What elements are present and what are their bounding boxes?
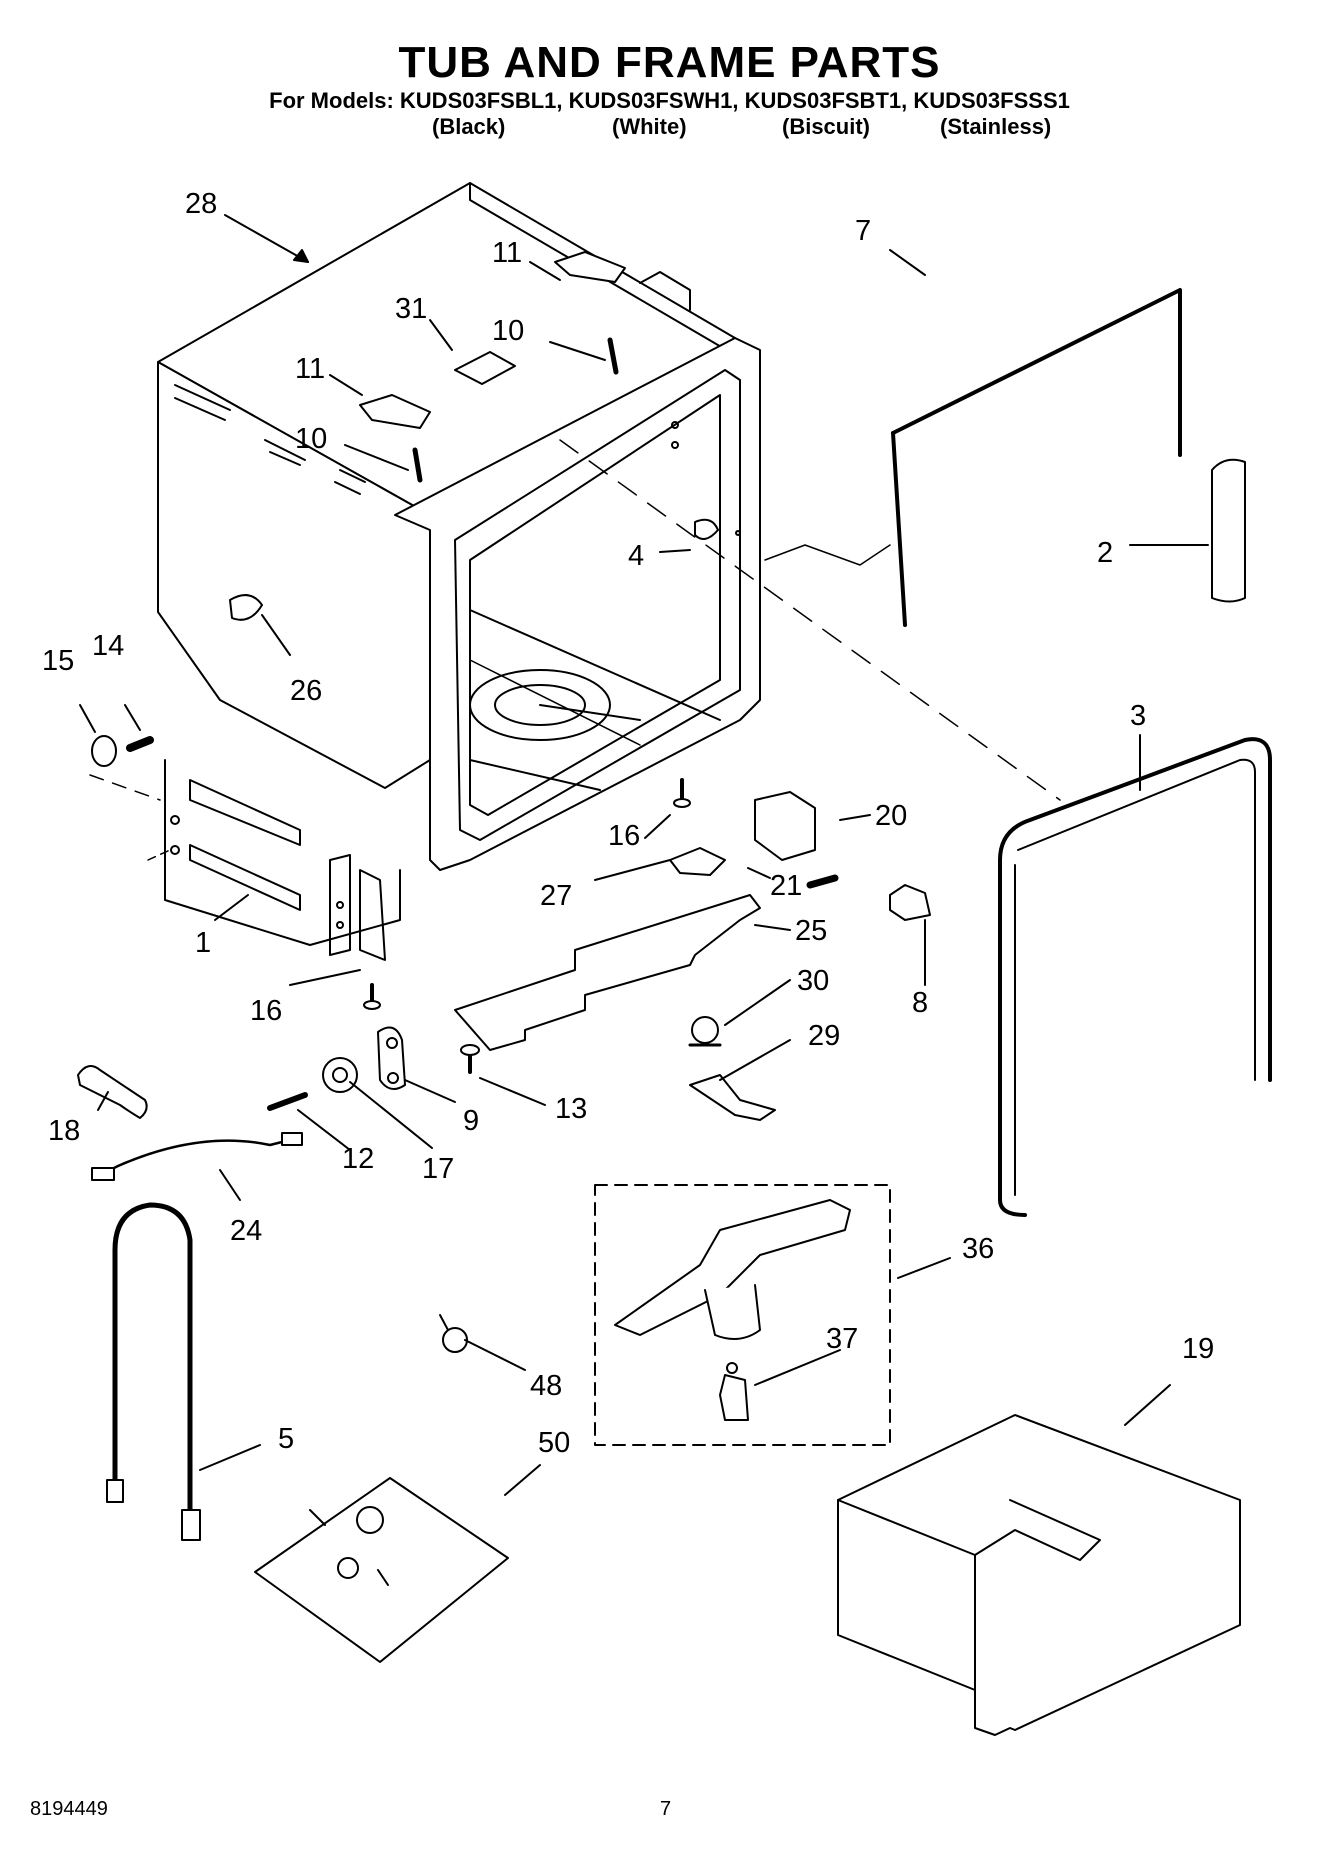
model-list: For Models: KUDS03FSBL1, KUDS03FSWH1, KU… xyxy=(269,88,1070,113)
screw-10-upper xyxy=(607,337,619,375)
leader-lines xyxy=(79,214,1209,1496)
callout-10-lower: 10 xyxy=(295,423,327,455)
callout-5: 5 xyxy=(278,1423,294,1455)
color-white: (White) xyxy=(612,114,687,139)
clip-31 xyxy=(454,351,516,385)
callout-21: 21 xyxy=(770,870,802,902)
callout-14: 14 xyxy=(92,630,124,662)
callout-50: 50 xyxy=(538,1427,570,1459)
bracket-21 xyxy=(754,791,816,861)
color-biscuit: (Biscuit) xyxy=(782,114,870,139)
callout-7: 7 xyxy=(855,215,871,247)
callout-18: 18 xyxy=(48,1115,80,1147)
tube-2 xyxy=(1211,458,1246,603)
clamp-48 xyxy=(442,1327,468,1353)
page-title: TUB AND FRAME PARTS xyxy=(398,38,941,87)
callout-24: 24 xyxy=(230,1215,262,1247)
clip-27 xyxy=(669,847,726,876)
callout-30: 30 xyxy=(797,965,829,997)
screw-20 xyxy=(806,874,839,889)
assembly-36-box xyxy=(594,1184,891,1446)
callout-12: 12 xyxy=(342,1143,374,1175)
callout-16-lower: 16 xyxy=(250,995,282,1027)
document-number: 8194449 xyxy=(30,1798,108,1820)
wheel-15 xyxy=(91,735,117,767)
spring-18 xyxy=(77,1065,148,1119)
screw-10-lower xyxy=(412,447,423,483)
wire-24 xyxy=(98,1138,292,1177)
callout-17: 17 xyxy=(422,1153,454,1185)
callout-48: 48 xyxy=(530,1370,562,1402)
screw-12 xyxy=(267,1092,308,1111)
plug-26 xyxy=(229,594,263,621)
callout-29: 29 xyxy=(808,1020,840,1052)
gasket-7 xyxy=(891,288,1182,457)
toe-panel-25 xyxy=(454,894,761,1051)
callout-9: 9 xyxy=(463,1105,479,1137)
callout-4: 4 xyxy=(628,540,644,572)
callout-11-upper: 11 xyxy=(492,237,522,269)
exploded-parts-diagram: 28 11 31 10 11 10 7 2 4 26 15 14 3 20 16… xyxy=(42,182,1272,1736)
callout-15: 15 xyxy=(42,645,74,677)
callout-13: 13 xyxy=(555,1093,587,1125)
bracket-11-upper xyxy=(554,251,626,283)
callout-labels: 28 11 31 10 11 10 7 2 4 26 15 14 3 20 16… xyxy=(42,188,1214,1459)
hose-5 xyxy=(112,1202,193,1513)
clip-8 xyxy=(889,884,931,921)
plug-4 xyxy=(694,518,719,540)
callout-2: 2 xyxy=(1097,537,1113,569)
screw-14 xyxy=(126,736,154,752)
callout-8: 8 xyxy=(912,987,928,1019)
callout-16-upper: 16 xyxy=(608,820,640,852)
callout-36: 36 xyxy=(962,1233,994,1265)
gasket-3 xyxy=(998,737,1272,1217)
callout-19: 19 xyxy=(1182,1333,1214,1365)
page-number: 7 xyxy=(660,1798,672,1820)
tub-assembly xyxy=(89,182,1061,961)
parts-bag-50 xyxy=(254,1477,509,1663)
callout-25: 25 xyxy=(795,915,827,947)
switch-37 xyxy=(719,1374,749,1421)
color-black: (Black) xyxy=(432,114,506,139)
callout-3: 3 xyxy=(1130,700,1146,732)
callout-31: 31 xyxy=(395,293,427,325)
callout-28: 28 xyxy=(185,188,217,220)
base-19 xyxy=(837,1414,1241,1736)
callout-27: 27 xyxy=(540,880,572,912)
model-colors: (Black) (White) (Biscuit) (Stainless) xyxy=(0,114,1339,144)
bracket-11-lower xyxy=(359,394,431,429)
callout-10-upper: 10 xyxy=(492,315,524,347)
color-stainless: (Stainless) xyxy=(940,114,1052,139)
bracket-29 xyxy=(689,1074,776,1121)
bracket-9 xyxy=(377,1026,406,1090)
assembly-36 xyxy=(614,1199,851,1336)
callout-1: 1 xyxy=(195,927,211,959)
callout-26: 26 xyxy=(290,675,322,707)
callout-11-lower: 11 xyxy=(295,353,325,385)
wheel-17 xyxy=(322,1057,358,1093)
callout-37: 37 xyxy=(826,1323,858,1355)
callout-20: 20 xyxy=(875,800,907,832)
part-30 xyxy=(691,1016,719,1044)
